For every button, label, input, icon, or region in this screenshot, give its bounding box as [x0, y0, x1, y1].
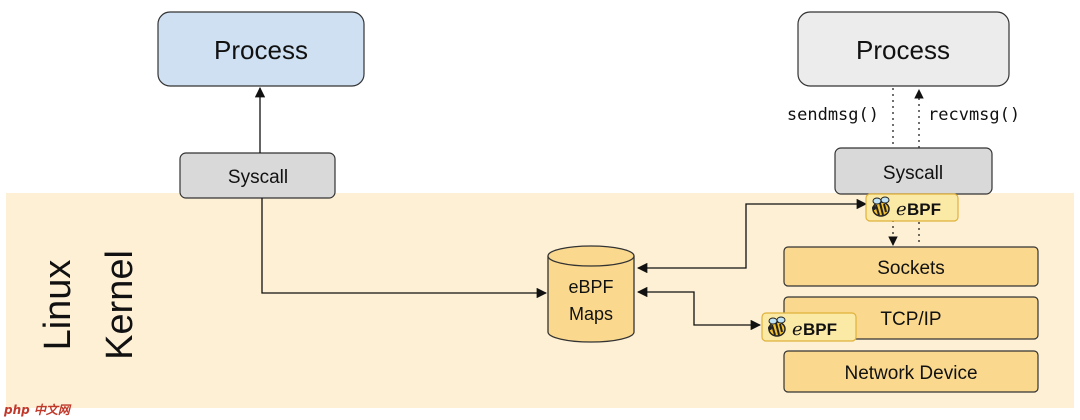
ebpf-badge-tcpip: e BPF	[761, 312, 857, 342]
network-device-box	[783, 350, 1039, 393]
left-process-label: Process	[214, 35, 308, 65]
ebpf-maps-label-line2: Maps	[569, 304, 613, 324]
ebpf-badge-suffix: BPF	[907, 200, 941, 219]
sockets-label: Sockets	[877, 258, 945, 279]
network-device-label: Network Device	[844, 363, 977, 384]
ebpf-badge-prefix: e	[896, 199, 907, 220]
tcpip-label: TCP/IP	[880, 309, 941, 330]
left-process-box	[157, 11, 365, 87]
ebpf-maps-cylinder	[547, 245, 635, 343]
bee-icon	[871, 196, 890, 217]
maps-to-tcpip-ebpf-arrow	[636, 286, 762, 331]
ebpf-badge-prefix: e	[792, 319, 803, 340]
ebpf-badge-syscall: e BPF	[865, 193, 959, 222]
ebpf-maps-label-line1: eBPF	[568, 277, 613, 297]
kernel-label-line1: Linux	[37, 260, 79, 351]
watermark: php 中文网	[4, 403, 70, 417]
recvmsg-label: recvmsg()	[928, 105, 1020, 125]
kernel-label-line2: Kernel	[99, 250, 141, 360]
sendmsg-label: sendmsg()	[787, 105, 879, 125]
right-process-box	[797, 11, 1010, 87]
maps-to-syscall-ebpf-arrow	[636, 198, 868, 274]
left-syscall-box	[179, 152, 336, 199]
syscall-to-maps-arrow	[261, 198, 548, 299]
bee-icon	[767, 316, 786, 337]
right-syscall-label: Syscall	[883, 163, 943, 184]
right-process-label: Process	[856, 35, 950, 65]
ebpf-badge-suffix: BPF	[803, 320, 837, 339]
left-syscall-label: Syscall	[228, 167, 288, 188]
